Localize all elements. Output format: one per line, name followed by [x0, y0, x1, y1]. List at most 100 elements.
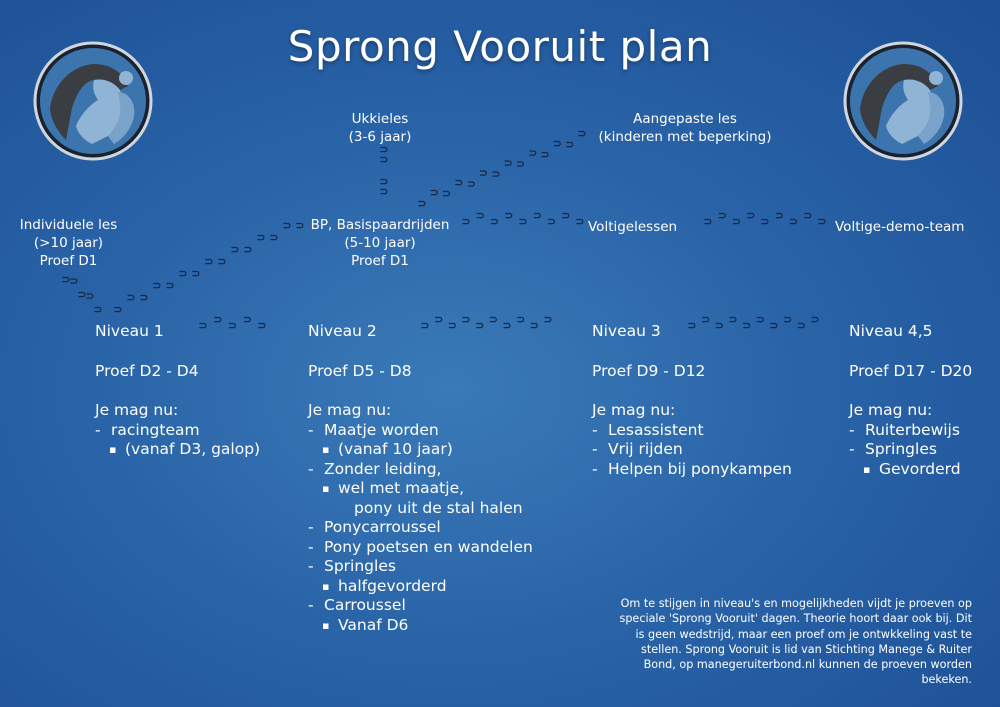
horseshoe-print-icon: ⊃: [789, 215, 798, 228]
node-ukkieles-title: Ukkieles: [351, 111, 409, 127]
horseshoe-print-icon: ⊃: [504, 157, 513, 170]
level-items: racingteam(vanaf D3, galop): [95, 421, 295, 460]
level-proef: Proef D17 - D20: [849, 361, 973, 380]
level-item: Maatje worden: [308, 421, 568, 441]
node-ukkieles: Ukkieles (3-6 jaar): [320, 110, 440, 146]
horseshoe-print-icon: ⊃: [69, 275, 78, 288]
level-mag-nu: Je mag nu:: [849, 401, 933, 419]
level-column-4: Niveau 4,5 Proef D17 - D20 Je mag nu: Ru…: [849, 322, 994, 479]
level-name: Niveau 3: [592, 322, 661, 340]
node-individuele-title: Individuele les: [19, 217, 118, 233]
horseshoe-print-icon: ⊃: [810, 313, 819, 326]
level-name: Niveau 4,5: [849, 322, 933, 340]
level-item: Ruiterbewijs: [849, 421, 994, 441]
horseshoe-print-icon: ⊃: [77, 288, 86, 301]
footnote: Om te stijgen in niveau's en mogelijkhed…: [619, 597, 973, 687]
level-column-2: Niveau 2 Proef D5 - D8 Je mag nu: Maatje…: [308, 322, 568, 635]
horseshoe-print-icon: ⊃: [516, 158, 525, 171]
horseshoe-print-icon: ⊃: [139, 291, 148, 304]
level-items: Maatje worden(vanaf 10 jaar)Zonder leidi…: [308, 421, 568, 636]
horseshoe-print-icon: ⊃: [769, 319, 778, 332]
horseshoe-print-icon: ⊃: [718, 209, 727, 222]
horseshoe-print-icon: ⊃: [504, 209, 513, 222]
horseshoe-print-icon: ⊃: [530, 319, 539, 332]
horseshoe-print-icon: ⊃: [701, 313, 710, 326]
horseshoe-print-icon: ⊃: [448, 319, 457, 332]
horseshoe-print-icon: ⊃: [817, 215, 826, 228]
horseshoe-print-icon: ⊃: [191, 267, 200, 280]
horseshoe-print-icon: ⊃: [489, 313, 498, 326]
node-voltige-demo-team: Voltige-demo-team: [835, 219, 965, 235]
horseshoe-print-icon: ⊃: [540, 148, 549, 161]
horseshoe-print-icon: ⊃: [152, 279, 161, 292]
horseshoe-print-icon: ⊃: [775, 209, 784, 222]
level-item: Helpen bij ponykampen: [592, 460, 832, 480]
horseshoe-print-icon: ⊃: [417, 197, 426, 210]
horseshoe-print-icon: ⊃: [198, 319, 207, 332]
level-proef: Proef D5 - D8: [308, 361, 412, 380]
horseshoe-print-icon: ⊃: [803, 209, 812, 222]
node-basispaardrijden: BP, Basispaardrijden (5-10 jaar) Proef D…: [290, 216, 470, 270]
level-proef: Proef D2 - D4: [95, 361, 199, 380]
node-bp-proef: Proef D1: [351, 253, 409, 269]
node-individuele-les: Individuele les (>10 jaar) Proef D1: [6, 216, 131, 270]
horseshoe-print-icon: ⊃: [379, 175, 388, 188]
horseshoe-print-icon: ⊃: [243, 243, 252, 256]
level-item: Gevorderd: [849, 460, 994, 480]
logo-left: [33, 41, 153, 161]
level-items: RuiterbewijsSpringlesGevorderd: [849, 421, 994, 480]
horseshoe-print-icon: ⊃: [204, 255, 213, 268]
horseshoe-print-icon: ⊃: [420, 319, 429, 332]
level-item: Ponycarroussel: [308, 518, 568, 538]
horseshoe-print-icon: ⊃: [491, 168, 500, 181]
horseshoe-print-icon: ⊃: [295, 219, 304, 232]
horseshoe-print-icon: ⊃: [547, 215, 556, 228]
horseshoe-print-icon: ⊃: [715, 319, 724, 332]
horseshoe-print-icon: ⊃: [528, 147, 537, 160]
node-aangepaste-note: (kinderen met beperking): [598, 129, 772, 145]
level-mag-nu: Je mag nu:: [95, 401, 179, 419]
level-items: LesassistentVrij rijdenHelpen bij ponyka…: [592, 421, 832, 480]
node-individuele-proef: Proef D1: [39, 253, 98, 269]
level-item: Lesassistent: [592, 421, 832, 441]
level-item: Springles: [308, 557, 568, 577]
horseshoe-print-icon: ⊃: [230, 243, 239, 256]
horseshoe-print-icon: ⊃: [502, 319, 511, 332]
horseshoe-print-icon: ⊃: [217, 255, 226, 268]
level-column-1: Niveau 1 Proef D2 - D4 Je mag nu: racing…: [95, 322, 295, 460]
horseshoe-print-icon: ⊃: [746, 209, 755, 222]
horseshoe-print-icon: ⊃: [113, 303, 122, 316]
horseshoe-print-icon: ⊃: [490, 215, 499, 228]
level-proef: Proef D9 - D12: [592, 361, 706, 380]
horseshoe-print-icon: ⊃: [257, 319, 266, 332]
horseshoe-print-icon: ⊃: [577, 127, 586, 140]
horseshoe-print-icon: ⊃: [703, 215, 712, 228]
horseshoe-print-icon: ⊃: [533, 209, 542, 222]
horseshoe-print-icon: ⊃: [543, 313, 552, 326]
level-item: Vrij rijden: [592, 440, 832, 460]
horseshoe-print-icon: ⊃: [797, 319, 806, 332]
node-aangepaste-title: Aangepaste les: [633, 111, 737, 127]
level-item: Zonder leiding,: [308, 460, 568, 480]
level-item: Vanaf D6: [308, 616, 568, 636]
level-item: (vanaf D3, galop): [95, 440, 295, 460]
horseshoe-print-icon: ⊃: [461, 313, 470, 326]
horseshoe-print-icon: ⊃: [561, 209, 570, 222]
horseshoe-print-icon: ⊃: [476, 209, 485, 222]
level-name: Niveau 2: [308, 322, 377, 340]
node-individuele-age: (>10 jaar): [33, 235, 104, 251]
horse-and-rider-logo-icon: [843, 41, 963, 161]
horseshoe-print-icon: ⊃: [256, 231, 265, 244]
horseshoe-print-icon: ⊃: [467, 177, 476, 190]
horseshoe-print-icon: ⊃: [61, 273, 70, 286]
horse-and-rider-logo-icon: [33, 41, 153, 161]
page-title: Sprong Vooruit plan: [287, 22, 713, 71]
horseshoe-print-icon: ⊃: [93, 303, 102, 316]
horseshoe-print-icon: ⊃: [243, 313, 252, 326]
horseshoe-print-icon: ⊃: [475, 319, 484, 332]
horseshoe-print-icon: ⊃: [178, 267, 187, 280]
horseshoe-print-icon: ⊃: [282, 219, 291, 232]
node-ukkieles-age: (3-6 jaar): [348, 129, 412, 145]
level-mag-nu: Je mag nu:: [592, 401, 676, 419]
horseshoe-print-icon: ⊃: [434, 313, 443, 326]
